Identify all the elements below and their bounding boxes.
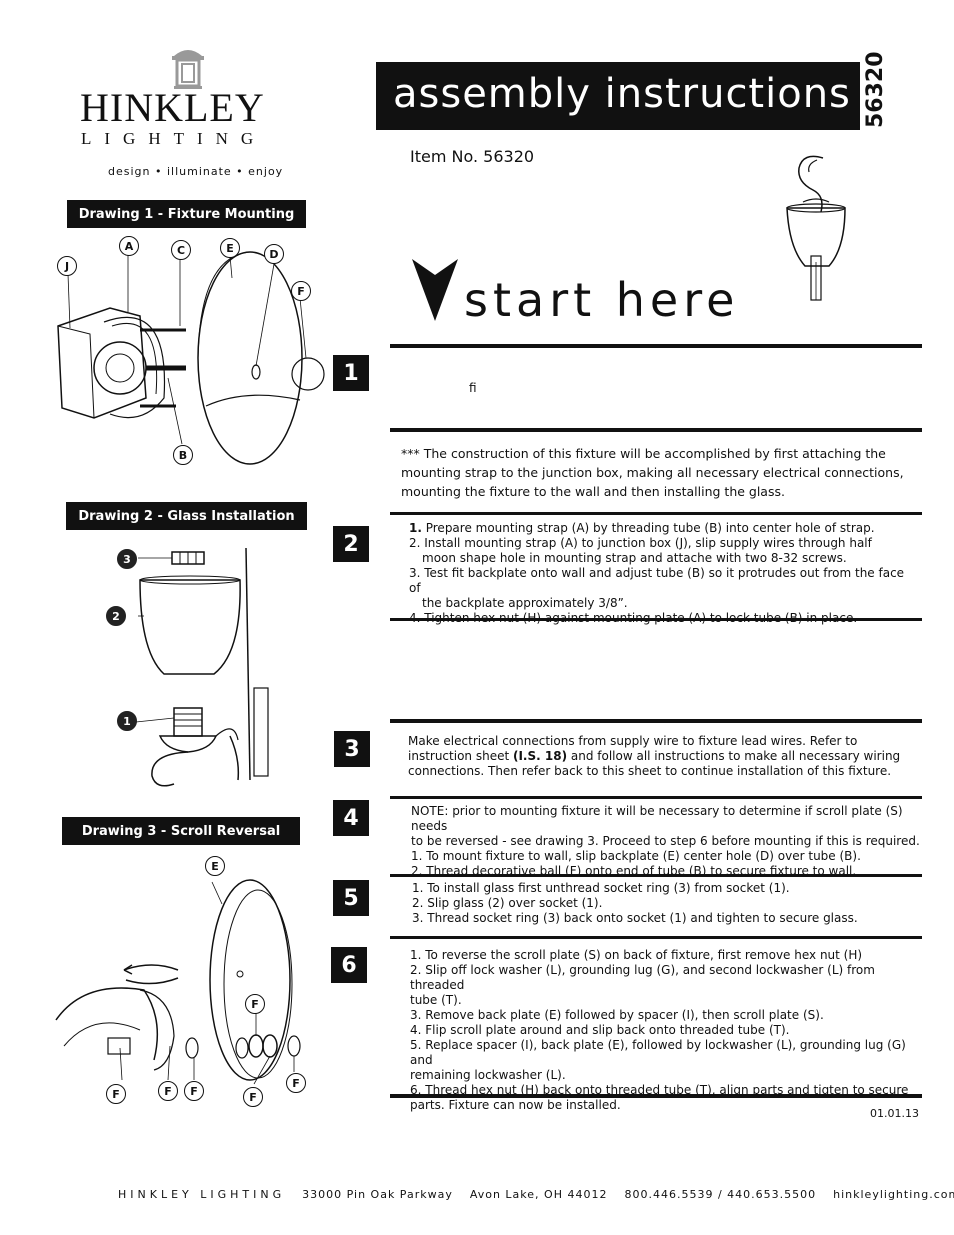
step-6-text: 1. To reverse the scroll plate (S) on ba… [410,948,920,1113]
callout-j: J [57,256,77,276]
divider [390,512,922,515]
drawing-3-label: Drawing 3 - Scroll Reversal [62,817,300,845]
item-code-text: 56320 [863,51,888,128]
divider [390,874,922,877]
step-5-badge: 5 [333,880,369,916]
step-6-line: 3. Remove back plate (E) followed by spa… [410,1008,824,1022]
callout-3: 3 [117,549,137,569]
step-6-badge: 6 [331,947,367,983]
fixture-thumbnail-icon [786,155,846,301]
drawing-2-glass-installation [135,547,269,787]
construction-note: *** The construction of this fixture wil… [401,446,904,499]
callout-b: B [173,445,193,465]
brand-sub: LIGHTING [81,129,267,148]
step-2-line: 2. Install mounting strap (A) to junctio… [409,536,872,550]
lighthouse-logo-icon [172,50,204,89]
divider [390,796,922,799]
divider [390,1094,922,1098]
footer-city: Avon Lake, OH 44012 [469,1188,608,1201]
divider [390,936,922,939]
callout-c: C [171,240,191,260]
callout-f: F [286,1073,306,1093]
callout-f: F [243,1087,263,1107]
step-6-line: 5. Replace spacer (I), back plate (E), f… [410,1038,906,1067]
brand-tagline: design • illuminate • enjoy [108,165,284,178]
step-6-line: 4. Flip scroll plate around and slip bac… [410,1023,790,1037]
step-2-text: 1. Prepare mounting strap (A) by threadi… [409,521,919,626]
banner-title: assembly instructions [393,71,851,117]
step-6-line: 1. To reverse the scroll plate (S) on ba… [410,948,863,962]
step-6-line: 2. Slip off lock washer (L), grounding l… [410,963,875,992]
step-4-line: to be reversed - see drawing 3. Proceed … [411,834,920,848]
callout-e: E [205,856,225,876]
title-banner [376,62,860,130]
drawing-1-label: Drawing 1 - Fixture Mounting [67,200,306,228]
callout-e: E [220,238,240,258]
step-3-badge: 3 [334,731,370,767]
step-4-line: 1. To mount fixture to wall, slip backpl… [411,849,861,863]
drawing-1-fixture-mounting [57,251,325,465]
revision-date: 01.01.13 [870,1107,919,1120]
divider [390,618,922,621]
arrow-down-icon [412,259,458,321]
step-4-badge: 4 [333,800,369,836]
footer-bar: HINKLEY LIGHTING 33000 Pin Oak Parkway A… [118,1188,954,1201]
step-5-line: 3. Thread socket ring (3) back onto sock… [412,911,858,925]
step-6-line: tube (T). [410,993,462,1007]
callout-f: F [158,1081,178,1101]
step-6-line: 6. Thread hex nut (H) back onto threaded… [410,1083,909,1097]
step-6-line: parts. Fixture can now be installed. [410,1098,621,1112]
callout-a: A [119,236,139,256]
step-2-line: 3. Test fit backplate onto wall and adju… [409,566,905,595]
footer-address: 33000 Pin Oak Parkway [302,1188,453,1201]
callout-1: 1 [117,711,137,731]
callout-f: F [106,1084,126,1104]
step-2-line: moon shape hole in mounting strap and at… [422,551,847,565]
step-5-line: 2. Slip glass (2) over socket (1). [412,896,603,910]
drawing-3-scroll-reversal [55,879,301,1085]
footer-website[interactable]: hinkleylighting.com [833,1188,954,1201]
step-1-fragment: fi [469,381,477,395]
footer-phone: 800.446.5539 / 440.653.5500 [624,1188,817,1201]
step-5-line: 1. To install glass first unthread socke… [412,881,790,895]
step-6-line: remaining lockwasher (L). [410,1068,566,1082]
step-4-line: NOTE: prior to mounting fixture it will … [411,804,903,833]
step-2-badge: 2 [333,526,369,562]
callout-2: 2 [106,606,126,626]
footer-company: HINKLEY LIGHTING [118,1188,286,1201]
divider [390,428,922,432]
step-3-text: Make electrical connections from supply … [408,734,901,778]
divider [390,719,922,723]
step-2-line: the backplate approximately 3/8”. [422,596,628,610]
step-2-line: 1. Prepare mounting strap (A) by threadi… [409,521,875,535]
start-here: start here [464,273,740,327]
callout-f: F [245,994,265,1014]
callout-d: D [264,244,284,264]
callout-f: F [291,281,311,301]
item-number: Item No. 56320 [410,147,535,166]
brand-name: HINKLEY [80,85,265,130]
divider [390,344,922,348]
drawing-2-label: Drawing 2 - Glass Installation [66,502,307,530]
step-4-text: NOTE: prior to mounting fixture it will … [411,804,931,879]
callout-f: F [184,1081,204,1101]
step-5-text: 1. To install glass first unthread socke… [412,881,917,926]
step-1-badge: 1 [333,355,369,391]
item-code-vertical-box: 56320 [861,51,888,130]
